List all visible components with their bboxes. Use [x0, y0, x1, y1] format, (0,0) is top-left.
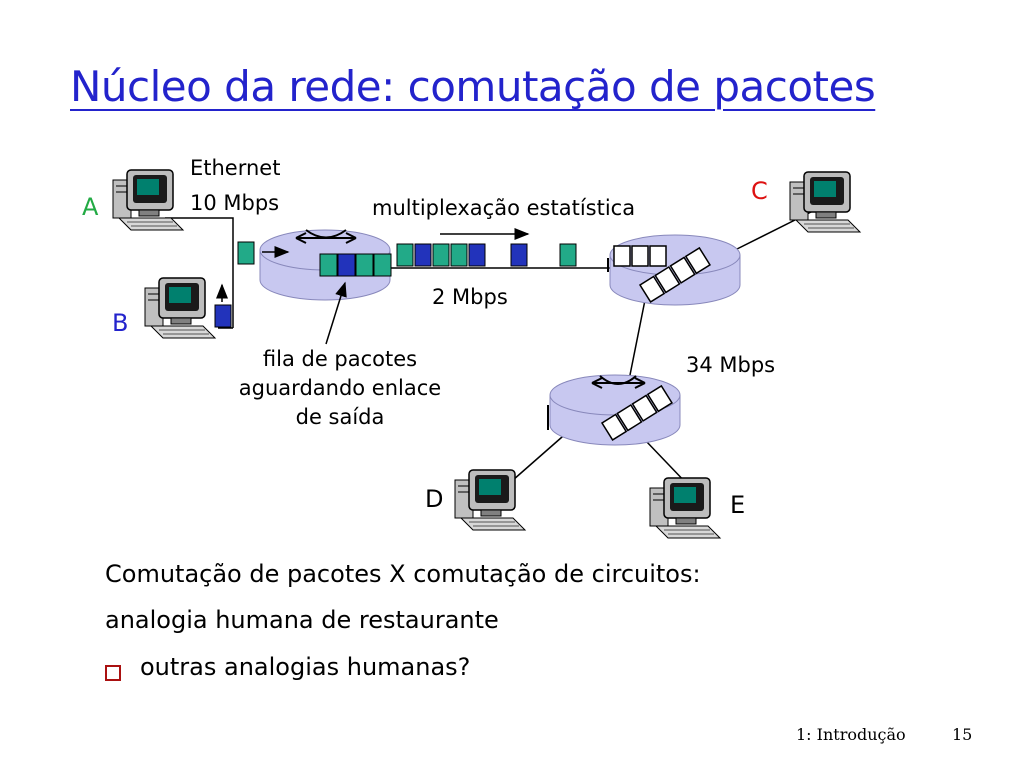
computer-d-icon — [454, 469, 526, 531]
network-diagram — [112, 169, 861, 539]
host-b-label: B — [112, 309, 129, 337]
host-d-label: D — [425, 485, 444, 513]
packets — [214, 241, 577, 328]
queued-packet — [355, 253, 374, 277]
link-packet — [432, 243, 450, 267]
link-a — [165, 217, 234, 328]
link-packet — [396, 243, 414, 267]
ethernet-speed-label: 10 Mbps — [190, 191, 280, 215]
arrow-queue — [325, 281, 347, 345]
footer-section: 1: Introdução — [796, 725, 906, 744]
multiplexing-label: multiplexação estatística — [372, 196, 636, 220]
computer-a-icon — [112, 169, 184, 231]
link-packet — [468, 243, 486, 267]
queued-packet — [337, 253, 356, 277]
bullet-item-1: outras analogias humanas? — [140, 653, 471, 681]
router-right — [607, 234, 741, 306]
slide-title: Núcleo da rede: comutação de pacotes — [70, 62, 876, 111]
queued-packet — [373, 253, 392, 277]
page-number: 15 — [952, 725, 973, 744]
body-line-1: Comutação de pacotes X comutação de circ… — [105, 560, 701, 588]
bullet-icon — [105, 665, 121, 681]
packet-from-a — [237, 241, 255, 265]
link-packet — [414, 243, 432, 267]
body-line-2: analogia humana de restaurante — [105, 606, 499, 634]
computer-e-icon — [649, 477, 721, 539]
link-2mbps-label: 2 Mbps — [432, 285, 508, 309]
packet-from-b — [214, 304, 232, 328]
host-c-label: C — [751, 177, 768, 205]
computer-b-icon — [144, 277, 216, 339]
link-packet — [450, 243, 468, 267]
host-e-label: E — [730, 491, 746, 519]
link-packet — [559, 243, 577, 267]
queued-packet — [319, 253, 338, 277]
link-packet — [510, 243, 528, 267]
link-34mbps — [629, 299, 646, 376]
queue-label-line2: aguardando enlace — [238, 376, 442, 400]
computer-c-icon — [789, 171, 861, 233]
queue-label-line3: de saída — [295, 405, 385, 429]
queue-label-line1: fila de pacotes — [262, 347, 418, 371]
host-a-label: A — [82, 193, 99, 221]
ethernet-label: Ethernet — [190, 156, 281, 180]
link-d — [512, 429, 571, 481]
router-bottom — [547, 374, 681, 446]
link-34mbps-label: 34 Mbps — [686, 353, 776, 377]
